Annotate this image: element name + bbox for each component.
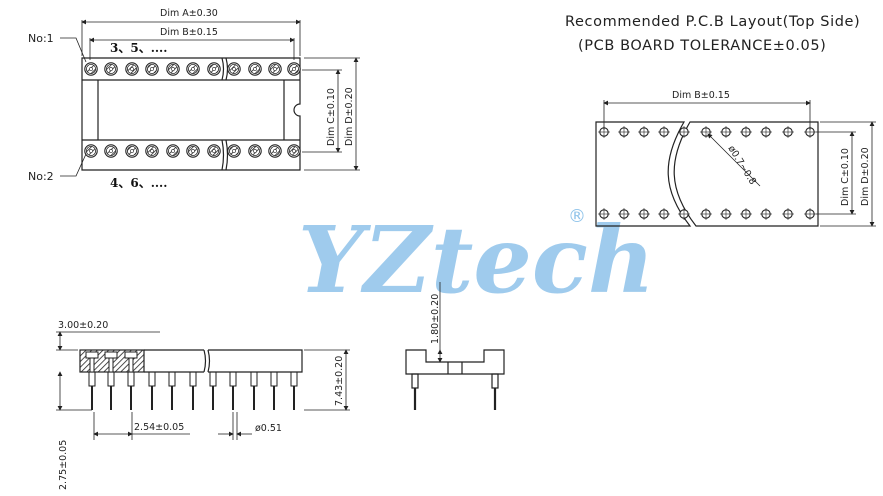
top-view — [60, 19, 360, 177]
pcb-layout-view — [595, 100, 876, 227]
side-pin — [229, 372, 237, 410]
side-pin — [104, 351, 118, 410]
top-height-label: 3.00±0.20 — [58, 320, 108, 331]
pcb-hole — [740, 208, 752, 220]
side-pin — [189, 372, 197, 410]
hole-leader — [707, 133, 761, 187]
side-pin — [250, 372, 258, 410]
end-height-label: 1.80±0.20 — [430, 294, 441, 344]
pin-contact — [207, 144, 221, 158]
pcb-hole — [638, 208, 650, 220]
pin-contact — [166, 62, 180, 76]
pin1-leader — [60, 37, 87, 63]
tail-length-label: 2.75±0.05 — [58, 440, 69, 490]
top-pin-row — [84, 62, 301, 76]
pcb-hole — [782, 126, 794, 138]
pin-contact — [268, 144, 282, 158]
pcb-board-right — [673, 121, 819, 227]
pin-contact — [287, 144, 301, 158]
pcb-hole — [658, 126, 670, 138]
pin-contact — [207, 62, 221, 76]
pcb-dim-b-label: Dim B±0.15 — [672, 90, 730, 101]
pcb-dim-d-label: Dim D±0.20 — [860, 147, 871, 206]
pin-contact — [125, 62, 139, 76]
pin-contact — [248, 144, 262, 158]
side-pin — [209, 372, 217, 410]
pcb-hole — [618, 208, 630, 220]
pin-contact — [125, 144, 139, 158]
pcb-hole — [740, 126, 752, 138]
pcb-hole — [598, 208, 610, 220]
pcb-hole — [678, 126, 690, 138]
end-view — [405, 282, 505, 410]
odd-pin-numbers: 3、5、.... — [110, 41, 167, 55]
pcb-hole — [782, 208, 794, 220]
side-pin — [290, 372, 298, 410]
pcb-hole — [658, 208, 670, 220]
pcb-layout-tolerance: (PCB BOARD TOLERANCE±0.05) — [578, 38, 826, 54]
pin-contact — [145, 144, 159, 158]
pcb-hole — [678, 208, 690, 220]
pcb-hole — [760, 126, 772, 138]
end-pin-left-shoulder — [411, 373, 419, 389]
watermark-registered-mark: ® — [568, 206, 586, 227]
pin1-callout: No:1 — [28, 32, 54, 45]
pin-diameter-label: ø0.51 — [255, 423, 282, 434]
dim-c-label: Dim C±0.10 — [326, 88, 337, 146]
side-pin — [148, 372, 156, 410]
dim-d-label: Dim D±0.20 — [344, 87, 355, 146]
pin-contact — [84, 62, 98, 76]
pcb-dim-c-label: Dim C±0.10 — [840, 148, 851, 206]
pcb-hole-row-bottom — [598, 208, 816, 220]
pin-contact — [166, 144, 180, 158]
pcb-hole — [760, 208, 772, 220]
pin-contact — [104, 144, 118, 158]
pcb-hole — [618, 126, 630, 138]
pcb-hole — [720, 208, 732, 220]
dim-a-label: Dim A±0.30 — [160, 8, 218, 19]
side-pin — [124, 351, 138, 410]
dim-b-label: Dim B±0.15 — [160, 27, 218, 38]
side-pin — [168, 372, 176, 410]
pin2-callout: No:2 — [28, 170, 54, 183]
watermark-logo: YZtech — [298, 206, 655, 314]
pin-contact — [84, 144, 98, 158]
pin2-leader — [60, 153, 87, 177]
pcb-hole-row-top — [598, 126, 816, 138]
pitch-label: 2.54±0.05 — [134, 422, 184, 433]
body-height-label: 7.43±0.20 — [334, 356, 345, 406]
pin-contact — [104, 62, 118, 76]
pcb-hole — [804, 208, 816, 220]
pin-contact — [186, 144, 200, 158]
side-pin-row — [85, 351, 298, 410]
side-pin — [85, 351, 99, 410]
pcb-hole — [720, 126, 732, 138]
pin-contact — [248, 62, 262, 76]
pin-contact — [268, 62, 282, 76]
end-body — [405, 349, 505, 375]
pcb-layout-title: Recommended P.C.B Layout(Top Side) — [565, 14, 860, 30]
side-pin — [270, 372, 278, 410]
bottom-pin-row — [84, 144, 301, 158]
hole-diameter-label: ø0.7~0.8 — [725, 144, 758, 187]
pin-contact — [186, 62, 200, 76]
side-view — [56, 331, 350, 440]
side-body-right — [208, 349, 303, 373]
pcb-hole — [638, 126, 650, 138]
pcb-board-left — [595, 121, 692, 227]
pcb-hole — [598, 126, 610, 138]
pin-contact — [227, 62, 241, 76]
pin-contact — [145, 62, 159, 76]
even-pin-numbers: 4、6、.... — [110, 176, 167, 190]
pin-contact — [227, 144, 241, 158]
pcb-hole — [700, 208, 712, 220]
watermark: YZtech ® — [298, 206, 655, 314]
socket-body-outline — [81, 57, 301, 171]
pin-contact — [287, 62, 301, 76]
end-pin-right-shoulder — [491, 373, 499, 389]
